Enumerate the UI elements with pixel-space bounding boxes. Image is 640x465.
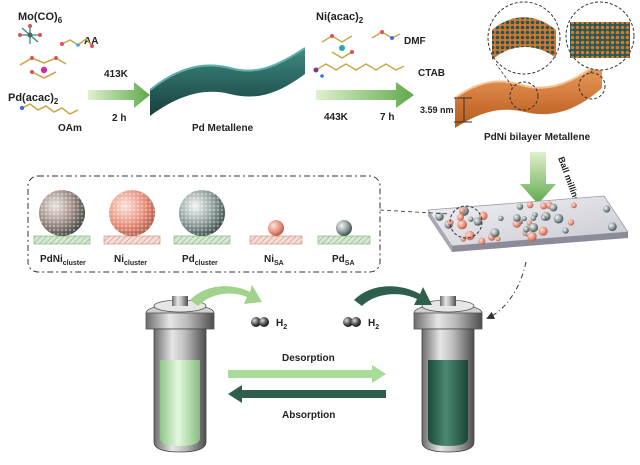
zoom-ring-left xyxy=(509,81,539,111)
ctab-molecule xyxy=(313,63,405,78)
dmf-label: DMF xyxy=(404,36,426,47)
plate-particles xyxy=(435,201,617,245)
ball-milling-arrow xyxy=(520,152,556,204)
plate-particle xyxy=(460,236,466,242)
plate-particle xyxy=(553,213,564,224)
plate-particle xyxy=(456,213,464,221)
pd-acac2-molecule xyxy=(19,56,67,79)
pd-metallene-sheet xyxy=(149,47,306,116)
h2-molecule-left xyxy=(251,317,269,327)
thickness-bracket xyxy=(454,97,472,123)
desorption-arrow xyxy=(228,365,386,383)
pd-metallene-label: Pd Metallene xyxy=(192,123,254,134)
species-ni-cluster-icon xyxy=(103,190,161,245)
pd-acac2-label: Pd(acac)2 xyxy=(8,92,59,106)
mo-co6-molecule xyxy=(18,24,42,44)
plate-particle xyxy=(478,211,488,221)
h2-molecule-right xyxy=(343,317,361,327)
flow-to-storage-arrow xyxy=(486,261,527,320)
species-label-pd-cluster: Pdcluster xyxy=(182,254,218,267)
step2-temperature: 443K xyxy=(324,112,349,123)
species-label-ni-cluster: Nicluster xyxy=(114,254,147,267)
plate-particle xyxy=(490,228,500,238)
plate-particle xyxy=(512,219,521,228)
zoom-ring-right xyxy=(578,72,606,100)
plate-particle xyxy=(457,219,467,230)
pdni-bilayer-sheet xyxy=(454,59,603,128)
plate-particle xyxy=(567,219,575,226)
plate-particle xyxy=(527,231,537,242)
zoom-view-teal-surface xyxy=(487,1,561,75)
step2-time: 7 h xyxy=(380,112,394,123)
dmf-molecule xyxy=(371,30,401,40)
plate-zoom-ring xyxy=(449,205,483,239)
zoom-leader-left xyxy=(495,63,513,87)
step1-arrow xyxy=(88,82,150,108)
plate-particle xyxy=(435,212,444,221)
aa-molecule xyxy=(60,37,94,48)
plate-particle xyxy=(538,226,548,236)
ctab-label: CTAB xyxy=(418,68,445,79)
oam-molecule xyxy=(19,103,79,115)
plate-particle xyxy=(521,216,527,222)
absorption-label: Absorption xyxy=(282,410,335,421)
aa-label: AA xyxy=(84,36,98,47)
step1-temperature: 413K xyxy=(104,69,129,80)
plate-particle xyxy=(465,230,475,241)
absorption-arrow xyxy=(228,385,386,403)
plate-particle xyxy=(498,215,504,221)
pdni-bilayer-label: PdNi bilayer Metallene xyxy=(484,132,591,143)
legend-leader-line xyxy=(379,209,451,215)
plate-particle xyxy=(513,214,521,222)
storage-cylinder-desorbed xyxy=(145,296,215,453)
mo-co6-label: Mo(CO)6 xyxy=(18,11,63,25)
plate-particle xyxy=(495,236,501,242)
species-label-ni-sa: NiSA xyxy=(264,254,284,267)
ball-milling-label: Ball milling xyxy=(556,155,582,204)
ni-acac2-molecule xyxy=(321,34,354,59)
plate-particle xyxy=(473,217,482,226)
plate-particle xyxy=(562,227,569,234)
plate-particle xyxy=(530,215,537,221)
oam-label: OAm xyxy=(58,123,82,134)
species-label-pdni-cluster: PdNicluster xyxy=(40,254,86,267)
plate-particle xyxy=(603,205,611,213)
h2-uptake-arrow xyxy=(354,286,432,306)
h2-release-arrow xyxy=(190,285,262,306)
storage-cylinder-absorbed xyxy=(413,296,483,453)
plate-particle xyxy=(526,201,534,209)
plate-particle xyxy=(549,203,558,212)
ni-acac2-label: Ni(acac)2 xyxy=(316,11,364,25)
step2-arrow xyxy=(316,82,414,108)
plate-particle xyxy=(571,202,577,209)
species-legend-box xyxy=(27,175,381,273)
species-label-pd-sa: PdSA xyxy=(332,254,355,267)
plate-particle xyxy=(516,203,524,210)
h2-label-right: H2 xyxy=(368,318,379,331)
thickness-label: 3.59 nm xyxy=(420,105,454,115)
plate-particle xyxy=(541,215,547,221)
step1-time: 2 h xyxy=(112,113,126,124)
plate-particle xyxy=(529,223,539,232)
plate-particle xyxy=(478,237,486,245)
plate-particle xyxy=(459,208,466,214)
h2-label-left: H2 xyxy=(276,318,287,331)
species-pd-sa-icon xyxy=(317,220,371,245)
species-pd-cluster-icon xyxy=(173,190,231,245)
plate-particle xyxy=(522,226,530,233)
plate-particle xyxy=(540,202,548,210)
desorption-label: Desorption xyxy=(282,353,335,364)
plate-particle xyxy=(468,216,474,222)
plate-particle xyxy=(447,219,454,226)
zoom-view-orange-surface xyxy=(565,1,635,71)
species-ni-sa-icon xyxy=(249,220,303,245)
species-pdni-cluster-icon xyxy=(33,190,91,245)
plate-particle xyxy=(607,222,617,232)
